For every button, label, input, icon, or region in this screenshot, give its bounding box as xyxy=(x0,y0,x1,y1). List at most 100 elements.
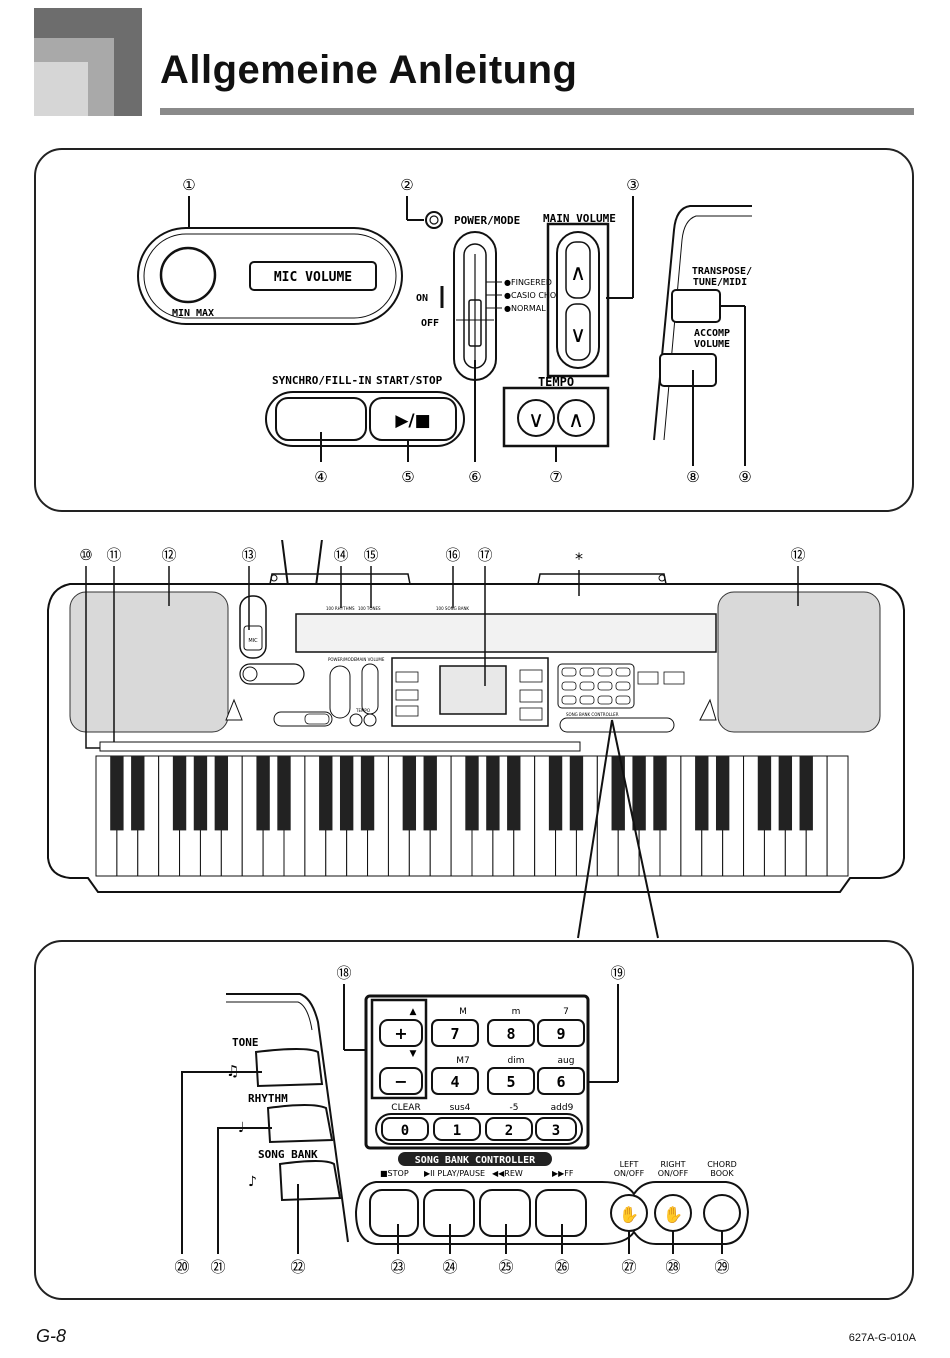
callout-21: ㉑ xyxy=(210,1258,225,1276)
piano-keys[interactable] xyxy=(95,755,849,877)
transpose-tune-midi-button[interactable] xyxy=(671,289,721,323)
key-8[interactable]: 8 xyxy=(487,1019,535,1047)
mode-normal: ●NORMAL xyxy=(504,304,546,313)
black-key[interactable] xyxy=(277,756,291,831)
black-key[interactable] xyxy=(507,756,521,831)
black-key[interactable] xyxy=(611,756,625,831)
accomp-volume-button[interactable] xyxy=(659,353,717,387)
ctl-play-label: ▶II PLAY/PAUSE xyxy=(424,1169,485,1178)
accomp-label: ACCOMP xyxy=(694,328,730,339)
black-key[interactable] xyxy=(423,756,437,831)
black-key[interactable] xyxy=(548,756,563,831)
right-onoff-label-2: ON/OFF xyxy=(658,1169,689,1178)
black-key[interactable] xyxy=(799,756,813,831)
chord-sus4: sus4 xyxy=(450,1103,471,1113)
mini-mic-volume[interactable] xyxy=(239,663,305,685)
ctl-rew-label: ◀◀REW xyxy=(492,1169,523,1178)
callout-2: ② xyxy=(400,176,413,194)
mini-tones: 100 TONES xyxy=(358,606,381,611)
black-key[interactable] xyxy=(695,756,709,831)
lcd-display xyxy=(439,665,507,715)
key-6[interactable]: 6 xyxy=(537,1067,585,1095)
up-arrow-icon: ▲ xyxy=(410,1007,417,1017)
callout-29: ㉙ xyxy=(714,1258,729,1276)
mic-volume-control[interactable]: MIC VOLUME xyxy=(137,227,403,325)
black-key[interactable] xyxy=(778,756,793,831)
black-key[interactable] xyxy=(653,756,667,831)
black-key[interactable] xyxy=(757,756,772,831)
key-4[interactable]: 4 xyxy=(431,1067,479,1095)
callout-25: ㉕ xyxy=(498,1258,513,1276)
svg-text:1: 1 xyxy=(453,1123,461,1139)
rhythm-button[interactable] xyxy=(266,1104,334,1144)
bottom-panel-drawing: ⑱ ⑲ TONE ♫ RHYTHM ♩ SONG BANK ♪ ▲ ▼ M m … xyxy=(174,964,750,1276)
white-key[interactable] xyxy=(826,755,849,877)
minus-icon: − xyxy=(394,1072,407,1091)
right-onoff-button[interactable]: ✋ xyxy=(654,1194,692,1232)
chord-book-label-2: BOOK xyxy=(710,1169,734,1178)
key-9[interactable]: 9 xyxy=(537,1019,585,1047)
key-2[interactable]: 2 xyxy=(485,1117,533,1141)
power-mode-switch[interactable] xyxy=(453,231,497,381)
black-key[interactable] xyxy=(715,756,730,831)
main-volume-down-button[interactable]: ∨ xyxy=(565,303,591,361)
black-key[interactable] xyxy=(193,756,208,831)
minus-button[interactable]: − xyxy=(379,1067,423,1095)
callout-6: ⑥ xyxy=(468,468,481,486)
callout-28: ㉘ xyxy=(665,1258,680,1276)
tempo-up-button[interactable]: ∧ xyxy=(557,399,595,437)
callout-13: ⑬ xyxy=(241,546,256,564)
black-key[interactable] xyxy=(214,756,229,831)
song-bank-controller-label: SONG BANK CONTROLLER xyxy=(415,1155,536,1166)
key-1[interactable]: 1 xyxy=(433,1117,481,1141)
key-5[interactable]: 5 xyxy=(487,1067,535,1095)
black-key[interactable] xyxy=(131,756,145,831)
tone-icon-strip xyxy=(99,741,581,752)
tone-button[interactable] xyxy=(254,1048,324,1088)
chord-book-button[interactable] xyxy=(703,1194,741,1232)
callout-12-right: ⑫ xyxy=(790,546,805,564)
stop-button[interactable] xyxy=(369,1189,419,1237)
main-volume-up-button[interactable]: ∧ xyxy=(565,241,591,299)
black-key[interactable] xyxy=(465,756,479,831)
title-rule xyxy=(160,108,914,115)
key-7[interactable]: 7 xyxy=(431,1019,479,1047)
callout-11: ⑪ xyxy=(106,546,121,564)
black-key[interactable] xyxy=(319,756,333,831)
black-key[interactable] xyxy=(110,756,124,831)
black-key[interactable] xyxy=(256,756,270,831)
key-0[interactable]: 0 xyxy=(381,1117,429,1141)
chord-dim: dim xyxy=(508,1056,525,1066)
callout-7: ⑦ xyxy=(549,468,562,486)
black-key[interactable] xyxy=(569,756,584,831)
top-detail-panel: ① ② ③ MIC VOLUME MIN MAX POWER/MODE ON O… xyxy=(34,148,914,512)
mini-number-pad[interactable] xyxy=(557,663,635,709)
black-key[interactable] xyxy=(402,756,417,831)
left-hand-icon: ✋ xyxy=(619,1205,639,1224)
black-key[interactable] xyxy=(486,756,500,831)
mini-main-volume[interactable] xyxy=(361,663,379,715)
tempo-label: TEMPO xyxy=(538,375,574,389)
chord-aug: aug xyxy=(558,1056,575,1066)
black-key[interactable] xyxy=(360,756,375,831)
plus-button[interactable]: + xyxy=(379,1019,423,1047)
start-stop-button[interactable]: ▶/■ xyxy=(369,397,457,441)
black-key[interactable] xyxy=(339,756,354,831)
black-key[interactable] xyxy=(172,756,187,831)
mini-tempo: TEMPO xyxy=(355,708,370,713)
left-onoff-button[interactable]: ✋ xyxy=(610,1194,648,1232)
black-key[interactable] xyxy=(632,756,646,831)
mini-power-switch[interactable] xyxy=(329,665,351,719)
tempo-down-button[interactable]: ∨ xyxy=(517,399,555,437)
start-stop-label: START/STOP xyxy=(376,374,443,387)
svg-text:9: 9 xyxy=(556,1025,565,1043)
down-arrow-icon: ▼ xyxy=(410,1049,417,1059)
callout-14: ⑭ xyxy=(333,546,348,564)
callout-26: ㉖ xyxy=(554,1258,569,1276)
page-number: G-8 xyxy=(36,1326,67,1346)
svg-text:8: 8 xyxy=(506,1025,515,1043)
ctl-ff-label: ▶▶FF xyxy=(552,1169,574,1178)
song-bank-button[interactable] xyxy=(278,1160,342,1202)
left-onoff-label-1: LEFT xyxy=(620,1160,639,1169)
key-3[interactable]: 3 xyxy=(535,1117,577,1141)
